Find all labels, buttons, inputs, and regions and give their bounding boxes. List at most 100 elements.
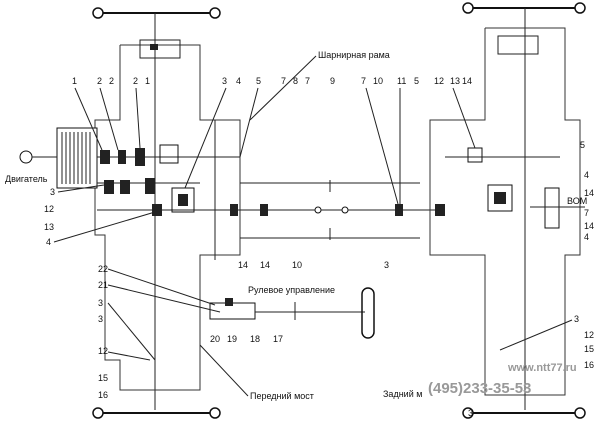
callouts-left: 3 12 13 4 [44, 187, 55, 247]
rear-tr-wheel-icon [574, 2, 586, 14]
gear-block-3 [135, 148, 145, 166]
callout: 1 [72, 76, 77, 86]
rear-axle-label: Задний м [383, 389, 422, 399]
engine-label: Двигатель [5, 174, 48, 184]
callout: 15 [98, 373, 108, 383]
front-differential [171, 187, 195, 213]
front-right-wheel-icon [209, 7, 221, 19]
rear-top-gear [497, 35, 539, 55]
coupling-2 [230, 204, 238, 216]
pto-housing [544, 187, 560, 229]
rear-bl-wheel-icon [462, 407, 474, 419]
rear-gear-upper [467, 147, 483, 163]
callout: 16 [584, 360, 594, 370]
callout: 12 [584, 330, 594, 340]
callout: 8 [293, 76, 298, 86]
callouts-right: 4 14 7 14 4 [584, 170, 594, 242]
callout: 2 [133, 76, 138, 86]
callouts-steering: 22 21 20 19 18 17 [98, 264, 283, 344]
front-bl-wheel-icon [92, 407, 104, 419]
front-axle-label: Передний мост [250, 391, 314, 401]
callout: 10 [292, 260, 302, 270]
callout: 5 [580, 140, 585, 150]
gear-block-1 [100, 150, 110, 164]
callout: 3 [222, 76, 227, 86]
watermark-phone: (495)233-35-53 [428, 380, 531, 397]
callout: 3 [50, 187, 55, 197]
callout: 2 [97, 76, 102, 86]
front-br-wheel-icon [209, 407, 221, 419]
callout: 3 [468, 408, 473, 418]
callout: 4 [584, 232, 589, 242]
callout: 7 [281, 76, 286, 86]
hinge-joint-icon [314, 206, 322, 214]
callout: 16 [98, 390, 108, 400]
callouts-front: 3 3 12 15 16 [98, 298, 108, 400]
coupling-1 [260, 204, 268, 216]
callout: 12 [434, 76, 444, 86]
callout: 7 [361, 76, 366, 86]
callout: 14 [238, 260, 248, 270]
gear-block-5 [120, 180, 130, 194]
callouts-top-right: 7 10 11 5 12 13 14 5 [361, 76, 585, 150]
pto-label: ВОМ [567, 196, 587, 206]
callouts-rear: 3 12 15 16 3 [468, 314, 594, 418]
callout: 4 [236, 76, 241, 86]
callout: 3 [98, 314, 103, 324]
callout: 14 [584, 221, 594, 231]
gear-box-a [159, 144, 179, 164]
steering-block [225, 298, 233, 306]
gear-block-4 [104, 180, 114, 194]
hinged-frame-leader [249, 55, 317, 121]
front-left-wheel-icon [92, 7, 104, 19]
front-top-gear [139, 39, 181, 59]
callout: 13 [44, 222, 54, 232]
gear-block-6 [145, 178, 155, 194]
callout: 21 [98, 280, 108, 290]
callout: 15 [584, 344, 594, 354]
leader-lines [53, 87, 573, 361]
callout: 7 [584, 208, 589, 218]
rear-diff-core [494, 192, 506, 204]
callout: 20 [210, 334, 220, 344]
callout: 7 [305, 76, 310, 86]
engine-block [56, 127, 98, 189]
coupling-3 [395, 204, 403, 216]
callout: 3 [384, 260, 389, 270]
callout: 12 [98, 346, 108, 356]
engine-fins-icon [61, 132, 91, 184]
rear-tl-wheel-icon [462, 2, 474, 14]
callout: 14 [584, 188, 594, 198]
watermark-site: www.ntt77.ru [507, 362, 577, 374]
callout: 4 [584, 170, 589, 180]
rear-differential [487, 184, 513, 212]
diff-core [178, 194, 188, 206]
callout: 9 [330, 76, 335, 86]
coupling-4 [435, 204, 445, 216]
callout: 11 [397, 76, 406, 86]
steering-label: Рулевое управление [248, 285, 335, 295]
callout: 1 [145, 76, 150, 86]
callouts-top-left: 1 2 2 2 1 3 4 5 7 8 7 9 [72, 76, 335, 86]
callout: 4 [46, 237, 51, 247]
rear-frame-outline [429, 27, 581, 396]
callout: 18 [250, 334, 260, 344]
callout: 12 [44, 204, 54, 214]
cardan-joint-icon [341, 206, 349, 214]
callout: 22 [98, 264, 108, 274]
front-top-gear-block [150, 44, 158, 50]
callout: 2 [109, 76, 114, 86]
steering-wheel-icon [361, 287, 375, 339]
callout: 10 [373, 76, 383, 86]
callout: 14 [260, 260, 270, 270]
callouts-mid: 14 14 10 3 [238, 260, 389, 270]
gear-block-7 [152, 204, 162, 216]
callout: 17 [273, 334, 283, 344]
rear-br-wheel-icon [574, 407, 586, 419]
callout: 3 [574, 314, 579, 324]
callout: 5 [256, 76, 261, 86]
callout: 5 [414, 76, 419, 86]
callout: 3 [98, 298, 103, 308]
